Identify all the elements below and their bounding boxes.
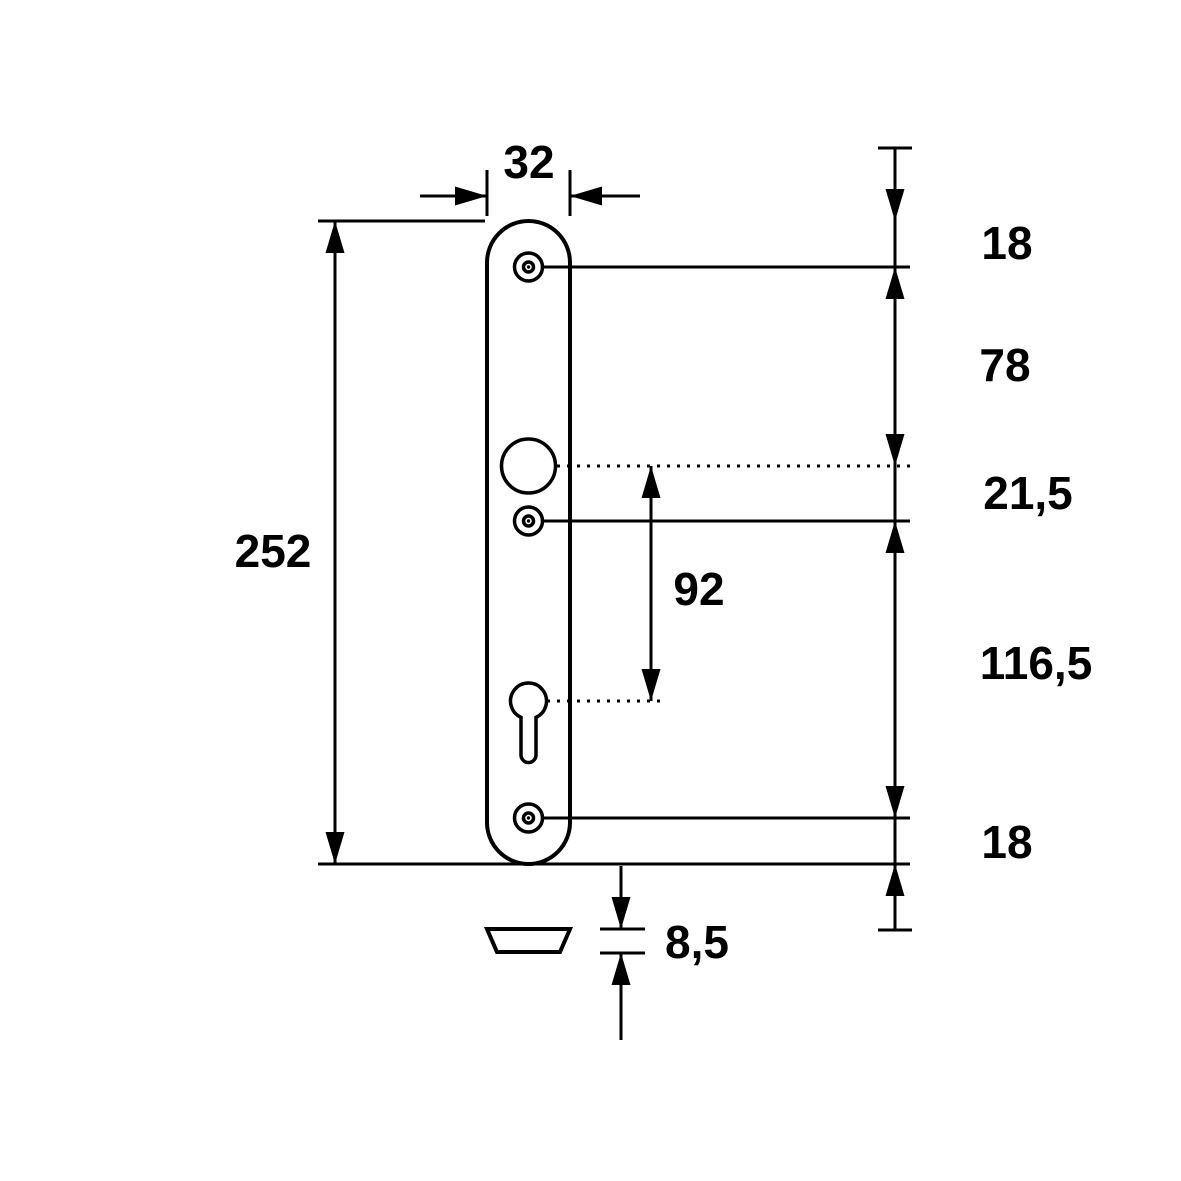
- width-dimension-label: 32: [503, 136, 554, 188]
- arrowhead-up: [325, 221, 345, 253]
- bottom-offset-label: 18: [981, 816, 1032, 868]
- handle-spindle-hole: [499, 437, 558, 495]
- arrowhead-left: [570, 186, 602, 206]
- plate-side-profile: [483, 927, 574, 954]
- screw-spacing-label: 116,5: [980, 637, 1093, 689]
- arrowhead-down: [325, 832, 345, 864]
- arrowhead-down: [611, 897, 631, 929]
- bottom-screw-hole-center-dot: [526, 816, 531, 820]
- backplate-outline: [485, 219, 572, 866]
- thickness-label: 8,5: [665, 916, 729, 968]
- arrowhead-down: [641, 669, 661, 701]
- width-dimension: 32: [420, 136, 640, 216]
- plate-profile-outline: [483, 927, 574, 954]
- handle-to-screw-label: 21,5: [983, 467, 1073, 519]
- plate-front-view: [485, 219, 572, 866]
- screw-to-handle-label: 78: [979, 339, 1030, 391]
- arrowhead-up: [641, 466, 661, 498]
- height-dimension-label: 252: [235, 525, 312, 577]
- arrowhead-top-edge: [885, 189, 905, 221]
- arrowhead-right: [455, 186, 487, 206]
- pc-distance-label: 92: [673, 563, 724, 615]
- arrowhead-middle-screw: [885, 521, 905, 553]
- arrowhead-bottom-screw: [885, 786, 905, 818]
- arrowhead-handle-axis: [885, 434, 905, 466]
- arrowhead-top-screw: [885, 267, 905, 299]
- height-dimension: 252: [235, 219, 910, 866]
- euro-cylinder-keyhole: [508, 681, 549, 765]
- thickness-dimension: 8,5: [600, 866, 729, 1040]
- top-offset-label: 18: [981, 217, 1032, 269]
- middle-screw-hole-center-dot: [526, 519, 531, 523]
- top-screw-hole-center-dot: [526, 265, 531, 269]
- pc-distance-dimension: 92: [547, 466, 725, 703]
- right-dimension-chain: 18 78 21,5 116,5 18: [543, 146, 1093, 932]
- arrowhead-bottom-edge: [885, 864, 905, 896]
